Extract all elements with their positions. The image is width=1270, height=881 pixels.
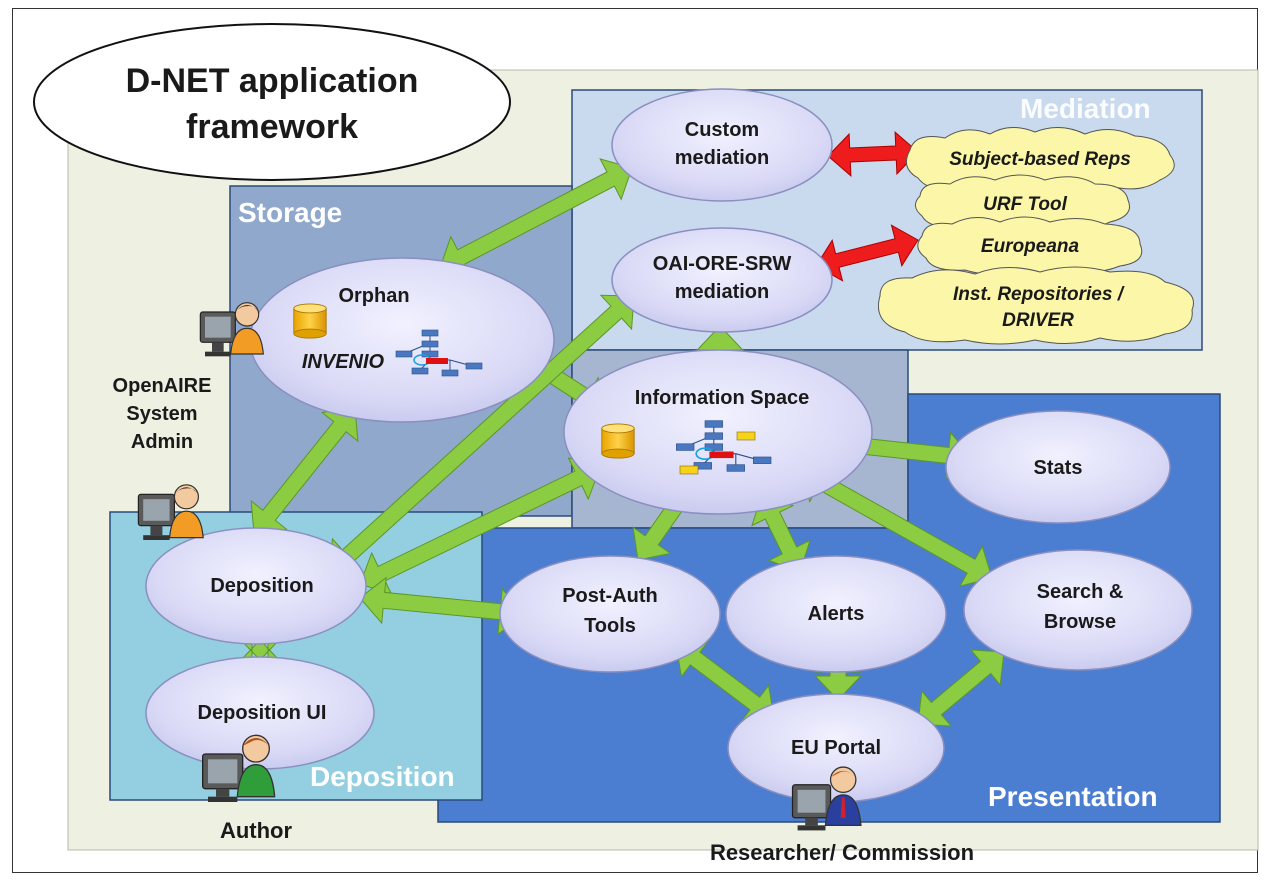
highlight-node-icon	[736, 431, 756, 441]
node-search-line-2: Browse	[1044, 611, 1116, 633]
cloud-urf-tool-label: URF Tool	[983, 194, 1067, 215]
node-stats-label: Stats	[1034, 457, 1083, 479]
node-custom-mediation-line-2: mediation	[675, 147, 769, 169]
title-line-2: framework	[186, 108, 358, 146]
cloud-inst-repositories	[878, 266, 1194, 345]
mediation-region-label: Mediation	[1020, 93, 1151, 124]
admin-label-line-2: System	[126, 403, 197, 425]
database-icon	[601, 423, 635, 459]
admin-label-line-1: OpenAIRE	[113, 375, 212, 397]
node-invenio-label: INVENIO	[302, 351, 385, 373]
node-alerts-label: Alerts	[808, 603, 865, 625]
database-icon	[293, 303, 327, 339]
node-deposition-ui-label: Deposition UI	[198, 702, 327, 724]
storage-region-label: Storage	[238, 197, 342, 228]
cloud-europeana-label: Europeana	[981, 236, 1080, 257]
admin-label-line-3: Admin	[131, 431, 193, 453]
presentation-region-label: Presentation	[988, 781, 1158, 812]
cloud-inst-repositories-label: Inst. Repositories /	[953, 284, 1125, 305]
node-search-browse: Search & Browse	[963, 549, 1193, 671]
node-deposition: Deposition	[145, 527, 367, 645]
external-sources-clouds: Subject-based Reps URF Tool Europeana In…	[878, 127, 1194, 345]
node-eu-portal-label: EU Portal	[791, 737, 881, 759]
deposition-region-label: Deposition	[310, 761, 455, 792]
title-bubble	[33, 23, 511, 181]
cloud-subject-based-reps-label: Subject-based Reps	[949, 149, 1131, 170]
node-oai-line-2: mediation	[675, 281, 769, 303]
title-line-1: D-NET application	[126, 62, 419, 100]
node-orphan-label: Orphan	[338, 285, 409, 307]
node-information-space: Information Space	[563, 349, 873, 515]
researcher-label: Researcher/ Commission	[710, 840, 974, 865]
node-alerts: Alerts	[725, 555, 947, 673]
cloud-driver-label: DRIVER	[1002, 310, 1074, 331]
node-deposition-label: Deposition	[210, 575, 313, 597]
author-label: Author	[220, 818, 293, 843]
node-oai-ore-srw-mediation: OAI-ORE-SRW mediation	[611, 227, 833, 333]
node-post-auth-tools: Post-Auth Tools	[499, 555, 721, 673]
arrow-oai-mediation-to-europeana	[815, 224, 919, 282]
node-stats: Stats	[945, 410, 1171, 524]
node-post-auth-line-1: Post-Auth	[562, 585, 658, 607]
node-custom-mediation-line-1: Custom	[685, 119, 759, 141]
node-deposition-ui: Deposition UI	[145, 656, 375, 770]
highlight-node-icon	[679, 465, 699, 475]
node-oai-line-1: OAI-ORE-SRW	[653, 253, 792, 275]
node-post-auth-line-2: Tools	[584, 615, 636, 637]
node-eu-portal: EU Portal	[727, 693, 945, 803]
node-custom-mediation: Custom mediation	[611, 88, 833, 202]
node-information-space-label: Information Space	[635, 387, 809, 409]
node-orphan: Orphan INVENIO	[249, 257, 555, 423]
node-search-line-1: Search &	[1037, 581, 1124, 603]
cloud-europeana	[917, 216, 1143, 275]
